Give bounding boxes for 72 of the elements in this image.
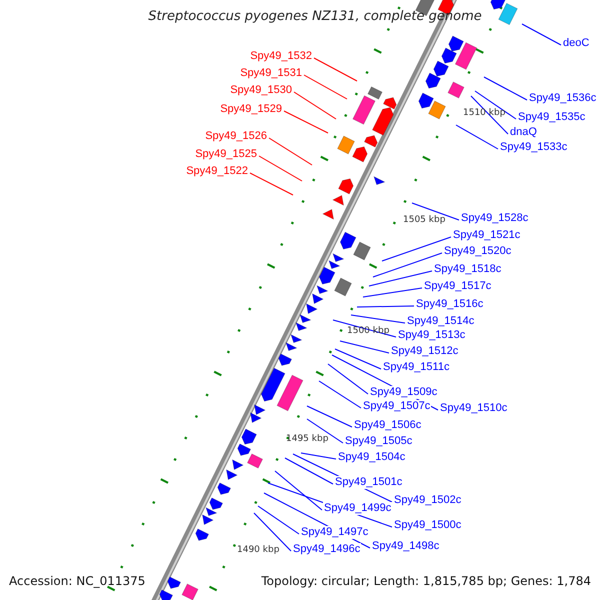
scale-label: 1505 kbp [403,215,446,225]
leader-line [470,96,508,134]
leader-line [294,92,336,120]
leader-line [328,364,368,394]
genome-summary: Topology: circular; Length: 1,815,785 bp; Genes: 1,784 [261,575,591,588]
leader-line [318,380,362,408]
leader-line [484,76,528,100]
gene-label: Spy49_1518c [433,263,502,276]
gene-label: Spy49_1507c [362,400,432,413]
leader-line [340,340,390,354]
gene-label: Spy49_1498c [371,540,440,553]
leader-line [382,236,452,262]
gene-label: Spy49_1530 [229,84,293,97]
leader-line [304,74,348,100]
gene-label: Spy49_1535c [517,111,586,124]
gene-label: Spy49_1496c [292,543,362,556]
leader-line [456,124,498,150]
leader-line [372,252,442,278]
gene-label: Spy49_1521c [452,229,522,242]
gene-label: Spy49_1517c [423,280,492,293]
gene-label: dnaQ [509,126,538,139]
leader-line [334,348,382,370]
leader-line [368,270,432,286]
gene-label: Spy49_1510c [439,402,508,415]
gene-label: Spy49_1533c [499,141,568,154]
gene-label: Spy49_1520c [443,245,512,258]
leader-line [362,288,422,298]
leader-line [300,452,336,460]
leader-line [250,172,294,196]
gene-label: Spy49_1512c [390,345,460,358]
accession-text: Accession: NC_011375 [9,575,146,588]
leader-line [356,306,414,308]
gene-label: Spy49_1511c [382,361,450,374]
gene-label: Spy49_1522 [185,165,249,178]
leader-line [314,58,358,82]
scale-label: 1490 kbp [237,545,280,555]
gene-label: Spy49_1504c [337,451,406,464]
gene-label: Spy49_1509c [369,386,438,399]
leader-line [522,24,562,46]
leader-line [306,406,352,428]
gene-label: Spy49_1531 [239,67,303,80]
leader-line [284,110,328,134]
leader-line [412,202,460,220]
gene-label: Spy49_1516c [415,298,484,311]
diagram-title: Streptococcus pyogenes NZ131, complete genome [147,10,483,23]
leader-line [258,156,302,182]
gene-label: Spy49_1501c [334,476,404,489]
scale-label: 1495 kbp [286,434,328,444]
gene-label: Spy49_1532 [249,50,313,63]
gene-label: Spy49_1528c [460,212,530,225]
gene-label: Spy49_1514c [406,315,476,328]
leader-line [350,314,406,324]
leader-line [254,512,292,552]
leader-line [306,418,344,444]
gene-label: Spy49_1499c [323,502,392,515]
gene-label: Spy49_1506c [353,419,422,432]
gene-label: Spy49_1536c [528,92,598,105]
leader-line [284,458,334,484]
leader-line [274,470,322,510]
gene-label: Spy49_1526 [204,130,268,143]
gene-label: Spy49_1525 [194,148,258,161]
leader-line [332,320,396,338]
leader-line [268,138,312,166]
gene-label: Spy49_1502c [393,494,462,507]
gene-label: Spy49_1497c [300,526,370,539]
scale-label: 1510 kbp [463,108,506,118]
gene-label: Spy49_1505c [344,435,414,448]
gene-label: Spy49_1500c [393,519,462,532]
leader-line [258,506,300,534]
gene-label: Spy49_1513c [397,329,466,342]
leader-line [474,90,516,120]
gene-label: Spy49_1529 [219,103,283,116]
